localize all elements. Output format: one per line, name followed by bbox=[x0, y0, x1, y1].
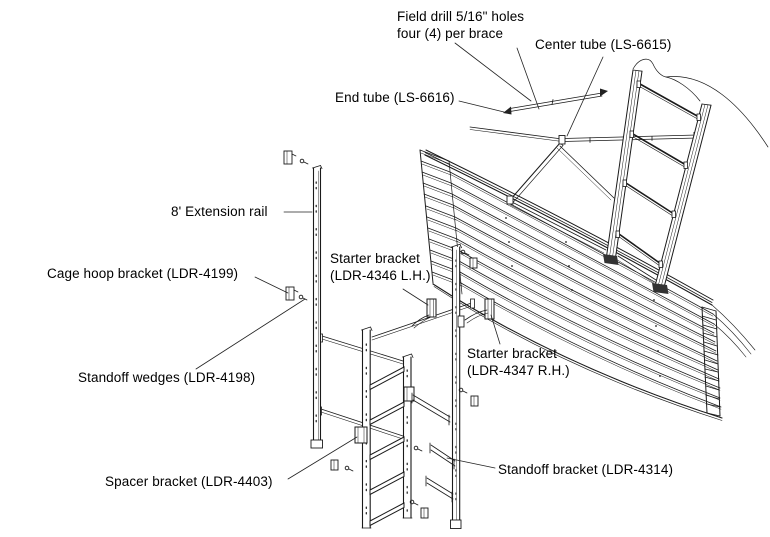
label-center-tube: Center tube (LS-6615) bbox=[535, 37, 672, 52]
rail-hardware-mid bbox=[458, 387, 479, 407]
label-end-tube: End tube (LS-6616) bbox=[335, 90, 455, 105]
cage-hoop-bracket-top bbox=[283, 150, 309, 165]
starter-rail bbox=[450, 243, 462, 529]
label-starter-lh-line1: Starter bracket bbox=[330, 251, 421, 266]
leader-end-tube bbox=[458, 100, 505, 113]
label-starter-rh-line2: (LDR-4347 R.H.) bbox=[467, 363, 570, 378]
end-tube bbox=[503, 88, 608, 115]
leader-spacer bbox=[287, 436, 358, 480]
rail-bracket bbox=[403, 386, 415, 402]
extension-rail bbox=[310, 165, 323, 449]
roof-ladder-foot-right bbox=[652, 283, 669, 294]
standoff-hardware bbox=[413, 445, 423, 452]
wall-ladder-rungs bbox=[369, 366, 405, 527]
leader-starter-lh bbox=[402, 288, 429, 306]
roof-break-line bbox=[632, 58, 769, 148]
roof-brace-tubes bbox=[469, 88, 701, 145]
label-spacer-bracket: Spacer bracket (LDR-4403) bbox=[105, 474, 273, 489]
label-standoff-wedges: Standoff wedges (LDR-4198) bbox=[78, 370, 256, 385]
wall-bolt-seams bbox=[505, 217, 661, 377]
spacer-bracket bbox=[354, 426, 368, 444]
label-starter-rh-line1: Starter bracket bbox=[467, 346, 558, 361]
roof-ladder bbox=[603, 69, 712, 294]
standoff-brackets bbox=[411, 392, 456, 503]
spacer-hardware bbox=[330, 459, 354, 472]
roof-ladder-foot-left bbox=[603, 254, 619, 265]
leader-center-tube bbox=[566, 56, 604, 137]
label-field-drill-note: Field drill 5/16" holes four (4) per bra… bbox=[397, 8, 524, 42]
label-standoff-bracket: Standoff bracket (LDR-4314) bbox=[498, 462, 674, 477]
bottom-hardware bbox=[409, 499, 429, 519]
leader-lines bbox=[195, 42, 604, 480]
label-field-drill-line2: four (4) per brace bbox=[397, 26, 504, 41]
starter-bracket-lh bbox=[411, 298, 437, 329]
leader-standoff-wedges bbox=[195, 298, 306, 370]
bin-wall-panel bbox=[419, 149, 756, 421]
leader-field-drill-1 bbox=[454, 42, 532, 102]
label-starter-bracket-lh: Starter bracket (LDR-4346 L.H.) bbox=[330, 250, 431, 284]
leader-cage-hoop bbox=[254, 276, 289, 294]
label-field-drill-line1: Field drill 5/16" holes bbox=[397, 9, 525, 24]
wall-right-seam bbox=[701, 306, 721, 417]
leader-standoff-bracket bbox=[446, 457, 496, 469]
label-starter-lh-line2: (LDR-4346 L.H.) bbox=[330, 268, 431, 283]
label-starter-bracket-rh: Starter bracket (LDR-4347 R.H.) bbox=[467, 345, 570, 379]
wall-braces bbox=[318, 298, 475, 440]
label-extension-rail: 8' Extension rail bbox=[171, 204, 268, 219]
cage-hoop-bracket-mid bbox=[285, 286, 308, 301]
rail-hardware-top bbox=[460, 249, 478, 269]
roof-ladder-rungs bbox=[615, 80, 701, 268]
hardware-clips bbox=[283, 150, 479, 519]
label-cage-hoop-bracket: Cage hoop bracket (LDR-4199) bbox=[47, 266, 239, 281]
leader-starter-rh bbox=[490, 314, 501, 345]
leader-field-drill-2 bbox=[516, 47, 540, 110]
wall-ladder bbox=[354, 326, 415, 529]
starter-bracket-rh bbox=[457, 298, 495, 328]
roof-ladder-lower-section bbox=[506, 142, 657, 284]
